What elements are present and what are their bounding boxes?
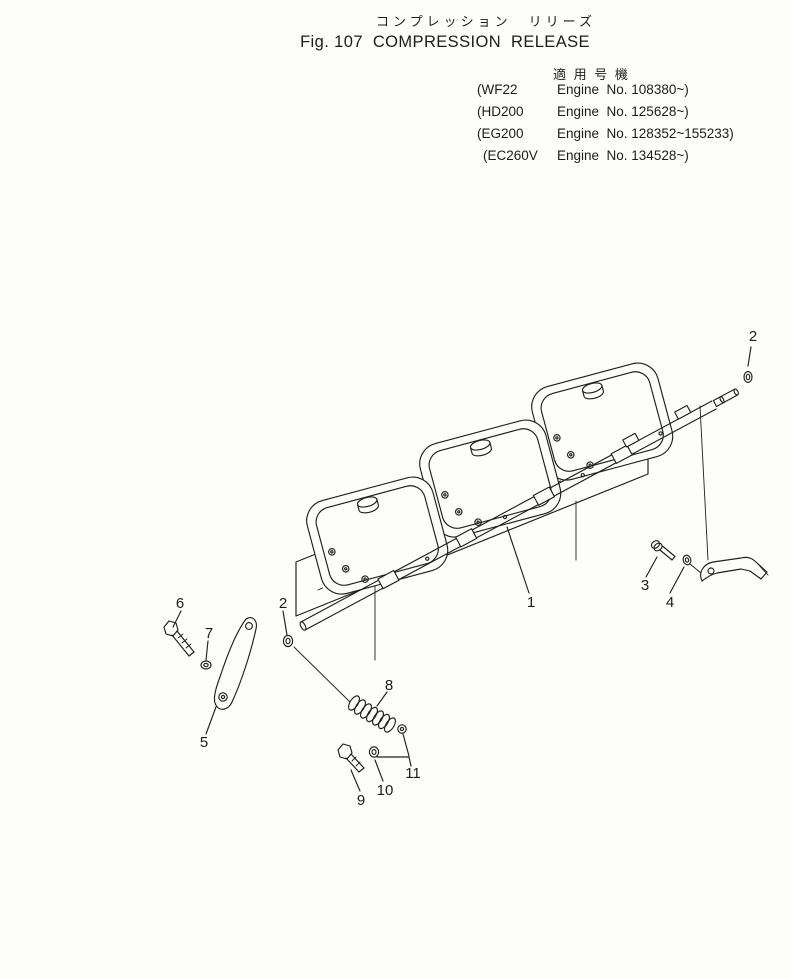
callout-5: 5: [200, 734, 208, 751]
callout-11: 11: [405, 765, 421, 782]
callout-4: 4: [666, 594, 674, 611]
leader-lines: [172, 346, 752, 792]
washer-4: [682, 554, 692, 566]
figure-title: Fig. 107 COMPRESSION RELEASE: [300, 33, 590, 51]
engine-serial-range: Engine No. 108380~): [557, 82, 689, 98]
callout-8: 8: [385, 677, 393, 694]
engine-serial-range: Engine No. 134528~): [557, 147, 689, 163]
valve-cover-front: [301, 471, 453, 600]
callout-labels: 2 1 3 4 6 7 2 5 8 9 10 11: [176, 328, 757, 809]
washer-7: [200, 660, 212, 670]
model-code: (EC260V: [483, 147, 538, 163]
model-code: (HD200: [477, 104, 524, 120]
callout-7: 7: [205, 625, 213, 642]
pivot-pin-11: [397, 724, 407, 734]
model-code: (WF22: [477, 82, 518, 98]
compression-release-shaft: [299, 388, 739, 631]
actuating-lever-right: [700, 556, 769, 582]
bolt-9: [337, 743, 365, 773]
applicability-row: (HD200 Engine No. 125628~): [477, 101, 734, 123]
applicability-row: (EC260V Engine No. 134528~): [477, 144, 734, 166]
callout-10: 10: [377, 782, 394, 799]
callout-9: 9: [357, 792, 365, 809]
applicability-heading: 適 用 号 機: [553, 67, 630, 82]
figure-title-japanese: コンプレッション リリーズ: [376, 14, 596, 29]
callout-2-left: 2: [279, 595, 287, 612]
bolt-6: [163, 620, 195, 657]
spring-8: [347, 695, 397, 733]
applicability-row: (WF22 Engine No. 108380~): [477, 79, 734, 101]
screw-3: [650, 540, 676, 561]
washer-10: [368, 746, 380, 758]
model-code: (EG200: [477, 125, 524, 141]
callout-3: 3: [641, 577, 649, 594]
assembly-line-lever-shaft: [699, 405, 709, 561]
release-lever-5: [213, 617, 257, 710]
assembly-line-lever-spring: [293, 646, 351, 703]
applicability-list: (WF22 Engine No. 108380~) (HD200 Engine …: [477, 79, 734, 166]
assembly-line-washer-lever: [689, 563, 702, 574]
applicability-row: (EG200 Engine No. 128352~155233): [477, 123, 734, 145]
snap-ring-2-top: [743, 371, 753, 383]
callout-6: 6: [176, 595, 184, 612]
callout-1: 1: [527, 594, 535, 611]
callout-2-top: 2: [749, 328, 757, 345]
washer-2-left: [282, 634, 294, 648]
engine-serial-range: Engine No. 128352~155233): [557, 125, 734, 141]
engine-serial-range: Engine No. 125628~): [557, 104, 689, 120]
